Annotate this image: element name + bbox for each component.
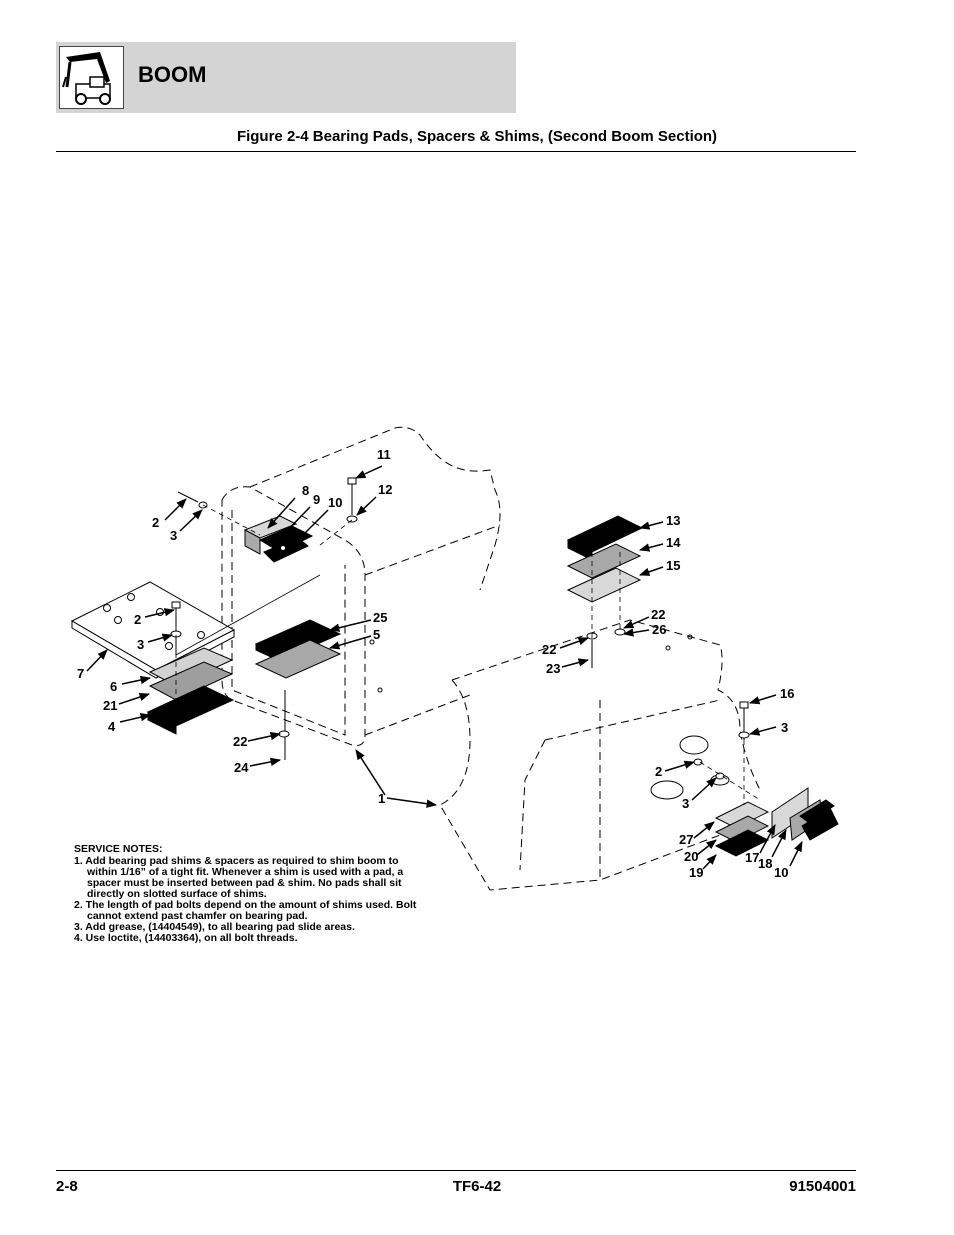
callout-7: 7: [77, 666, 84, 681]
callout-8: 8: [302, 483, 309, 498]
callout-2a: 2: [152, 515, 159, 530]
callout-26: 26: [652, 622, 666, 637]
callout-3a: 3: [170, 528, 177, 543]
callout-2c: 2: [655, 764, 662, 779]
service-notes: SERVICE NOTES: 1. Add bearing pad shims …: [74, 844, 424, 944]
service-notes-heading: SERVICE NOTES:: [74, 843, 163, 855]
callout-13: 13: [666, 513, 680, 528]
pad-assembly-left: [70, 581, 236, 735]
header-bar: [56, 42, 516, 113]
service-note-3: 3. Add grease, (14404549), to all bearin…: [74, 921, 355, 933]
footer-divider: [56, 1170, 856, 1171]
callout-24: 24: [234, 760, 249, 775]
callout-17: 17: [745, 850, 759, 865]
callout-12: 12: [378, 482, 392, 497]
service-note-4: 4. Use loctite, (14403364), on all bolt …: [74, 932, 298, 944]
figure-title: Figure 2-4 Bearing Pads, Spacers & Shims…: [236, 128, 718, 145]
alignment-lines: [175, 504, 761, 805]
callout-25: 25: [373, 610, 387, 625]
callout-5: 5: [373, 627, 380, 642]
header-divider: [56, 151, 856, 152]
callout-4: 4: [108, 719, 116, 734]
document-number: 91504001: [789, 1178, 856, 1195]
telehandler-boom-icon: [59, 46, 124, 109]
callout-2b: 2: [134, 612, 141, 627]
leader-arrows: [86, 465, 803, 870]
callout-6: 6: [110, 679, 117, 694]
page-number: 2-8: [56, 1178, 78, 1195]
callout-11: 11: [377, 447, 391, 462]
model-number: TF6-42: [452, 1178, 502, 1195]
callout-3d: 3: [682, 796, 689, 811]
callout-16: 16: [780, 686, 794, 701]
callout-22a: 22: [233, 734, 247, 749]
callout-22b: 22: [651, 607, 665, 622]
service-note-1: 1. Add bearing pad shims & spacers as re…: [74, 855, 404, 900]
callout-9: 9: [313, 492, 320, 507]
callout-10b: 10: [774, 865, 788, 880]
callout-20: 20: [684, 849, 698, 864]
callout-3c: 3: [781, 720, 788, 735]
boom-holes: [369, 634, 730, 800]
callout-14: 14: [666, 535, 681, 550]
callout-27: 27: [679, 832, 693, 847]
boom-section-outline: [221, 426, 761, 891]
callout-18: 18: [758, 856, 772, 871]
callout-22c: 22: [542, 642, 556, 657]
section-title: BOOM: [138, 62, 207, 87]
pad-assembly-right-top: [566, 515, 644, 603]
pad-assembly-right-bottom: [714, 787, 839, 857]
service-note-2: 2. The length of pad bolts depend on the…: [74, 899, 417, 922]
callout-labels: 11 12 8 9 10 2 3 2 3 7 6 21 4 25 5 22 24…: [77, 447, 794, 880]
callout-3b: 3: [137, 637, 144, 652]
pad-assembly-top: [243, 515, 314, 563]
callout-15: 15: [666, 558, 680, 573]
leader-line: [175, 574, 321, 656]
callout-23: 23: [546, 661, 560, 676]
callout-1: 1: [378, 791, 385, 806]
callout-10a: 10: [328, 495, 342, 510]
callout-21: 21: [103, 698, 117, 713]
callout-19: 19: [689, 865, 703, 880]
pad-assembly-center: [254, 619, 342, 679]
